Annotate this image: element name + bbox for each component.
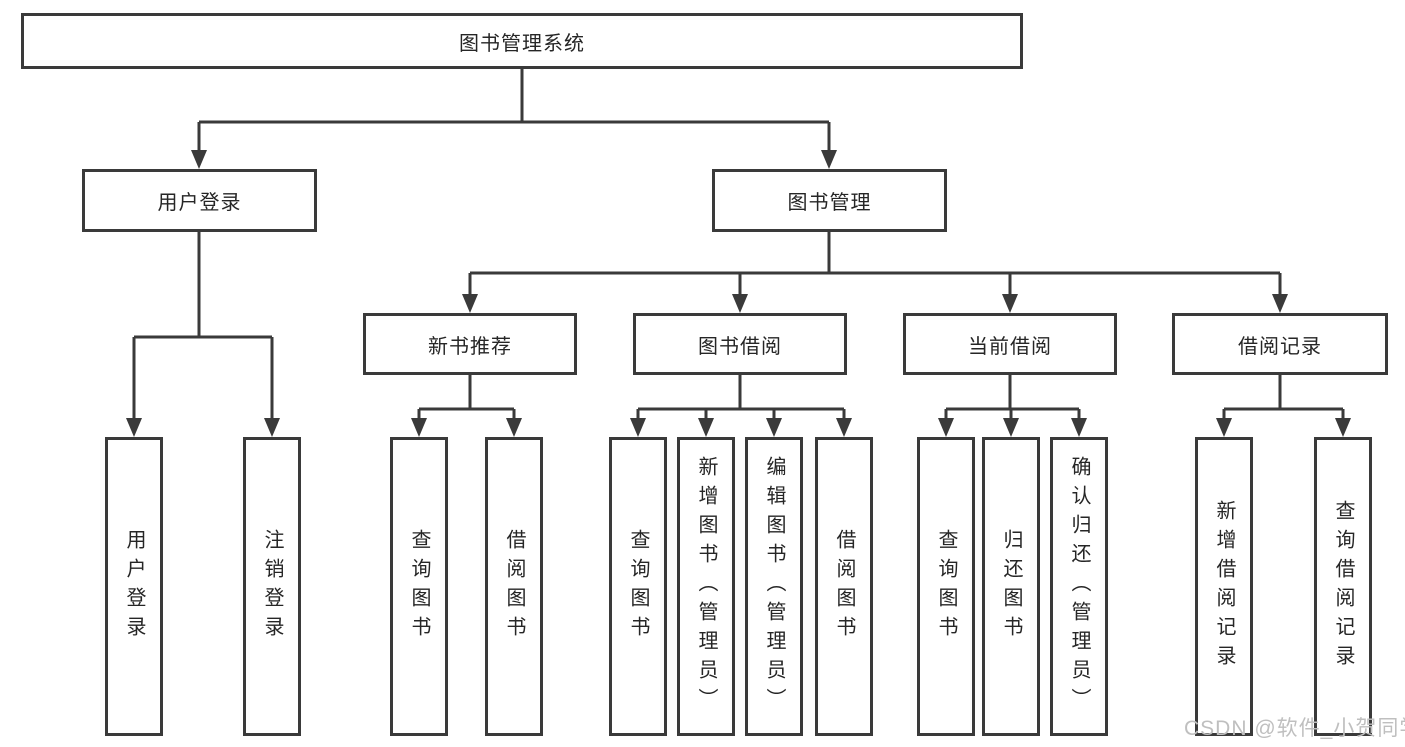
node-new-book-recommend: 新书推荐: [363, 313, 577, 375]
leaf-query-book-3: 查询图书: [917, 437, 975, 736]
leaf-logout: 注销登录: [243, 437, 301, 736]
leaf-add-borrow-record: 新增借阅记录: [1195, 437, 1253, 736]
arrow-down-icon: [462, 294, 478, 313]
node-book-management: 图书管理: [712, 169, 947, 232]
arrow-down-icon: [411, 418, 427, 437]
arrow-down-icon: [821, 150, 837, 169]
leaf-edit-book-admin: 编辑图书（管理员）: [745, 437, 803, 736]
leaf-add-book-admin: 新增图书（管理员）: [677, 437, 735, 736]
leaf-user-login: 用户登录: [105, 437, 163, 736]
arrow-down-icon: [836, 418, 852, 437]
connector-lines: [132, 69, 1345, 419]
arrow-down-icon: [264, 418, 280, 437]
node-root-system: 图书管理系统: [21, 13, 1023, 69]
arrowhead-icons: [126, 150, 1351, 437]
arrow-down-icon: [938, 418, 954, 437]
arrow-down-icon: [1272, 294, 1288, 313]
arrow-down-icon: [732, 294, 748, 313]
node-borrow-record: 借阅记录: [1172, 313, 1388, 375]
leaf-borrow-book-1: 借阅图书: [485, 437, 543, 736]
leaf-query-book-1: 查询图书: [390, 437, 448, 736]
arrow-down-icon: [1335, 418, 1351, 437]
leaf-confirm-return-admin: 确认归还（管理员）: [1050, 437, 1108, 736]
node-user-login: 用户登录: [82, 169, 317, 232]
arrow-down-icon: [191, 150, 207, 169]
arrow-down-icon: [766, 418, 782, 437]
leaf-query-book-2: 查询图书: [609, 437, 667, 736]
leaf-return-book: 归还图书: [982, 437, 1040, 736]
arrow-down-icon: [1071, 418, 1087, 437]
leaf-query-borrow-record: 查询借阅记录: [1314, 437, 1372, 736]
arrow-down-icon: [1002, 294, 1018, 313]
arrow-down-icon: [630, 418, 646, 437]
arrow-down-icon: [506, 418, 522, 437]
arrow-down-icon: [698, 418, 714, 437]
arrow-down-icon: [1216, 418, 1232, 437]
node-current-borrow: 当前借阅: [903, 313, 1117, 375]
node-book-borrow: 图书借阅: [633, 313, 847, 375]
leaf-borrow-book-2: 借阅图书: [815, 437, 873, 736]
arrow-down-icon: [1003, 418, 1019, 437]
arrow-down-icon: [126, 418, 142, 437]
csdn-watermark: CSDN @软件_小贺同学: [1184, 717, 1405, 740]
